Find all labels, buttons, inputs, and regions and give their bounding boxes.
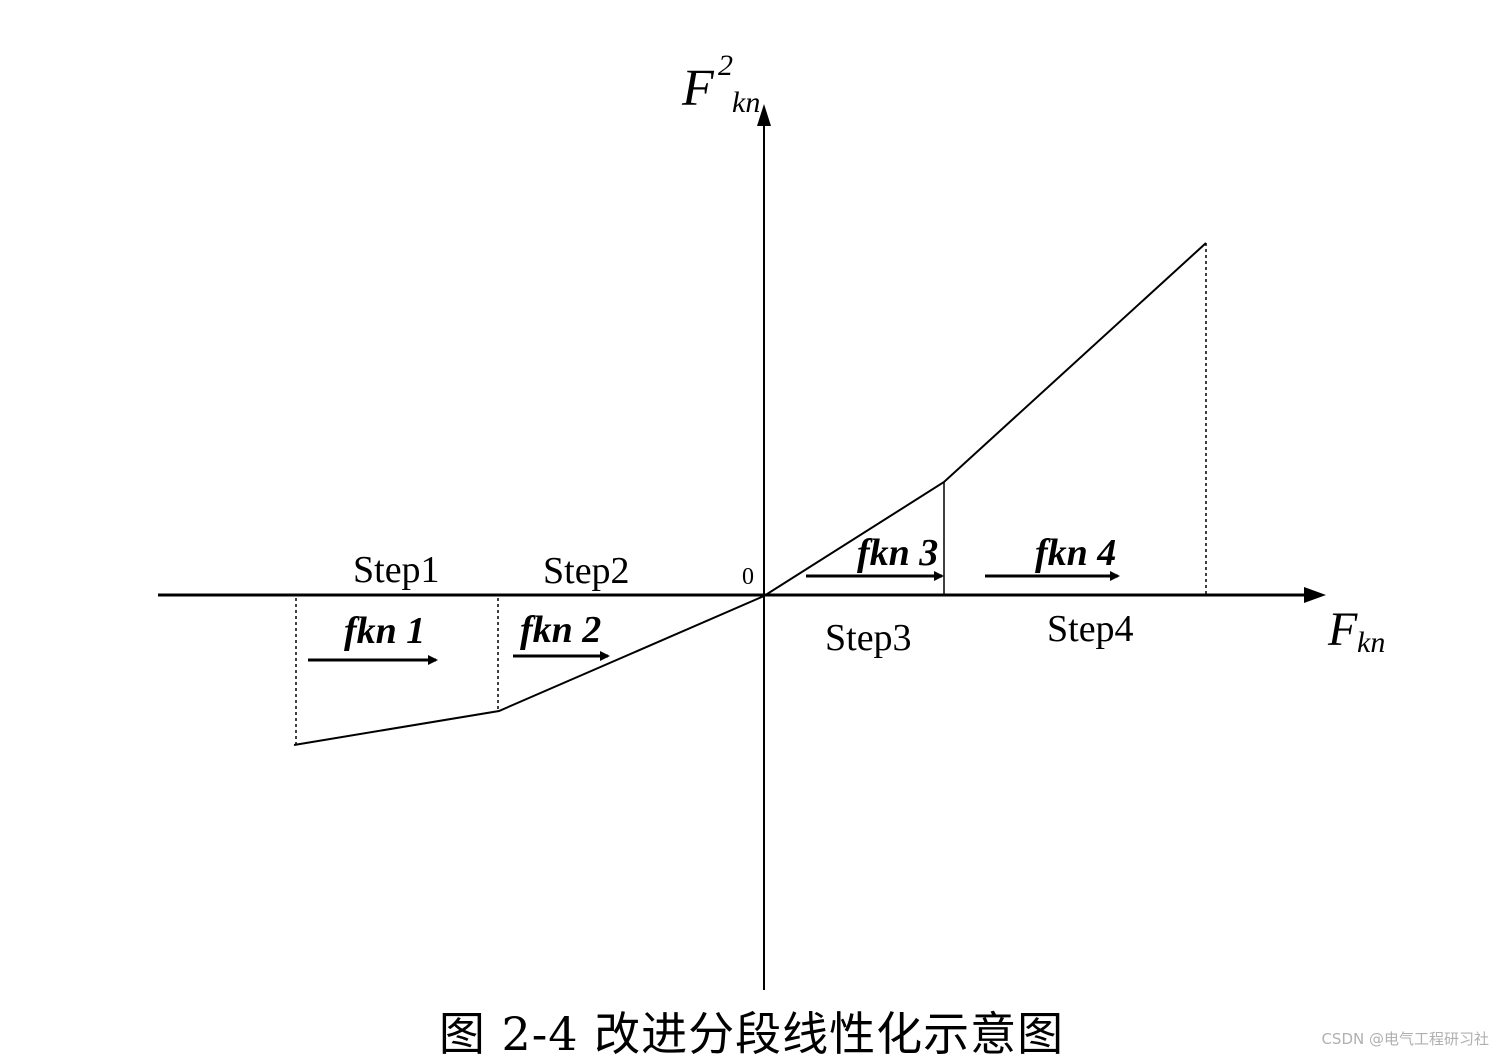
y-axis-arrowhead — [757, 104, 771, 126]
x-axis-label-main: F — [1327, 603, 1358, 656]
figure-caption: 图 2-4 改进分段线性化示意图 — [438, 1007, 1065, 1061]
x-axis-arrowhead — [1304, 587, 1326, 603]
fkn3-label: fkn 3 — [857, 532, 938, 574]
step1-label: Step1 — [353, 549, 440, 591]
origin-label: 0 — [742, 564, 754, 590]
x-axis-label-sub: kn — [1357, 626, 1385, 659]
y-axis-label-main: F — [681, 60, 715, 117]
fkn1-label: fkn 1 — [344, 610, 425, 652]
fkn4-label: fkn 4 — [1035, 532, 1116, 574]
y-axis-label-sup: 2 — [718, 49, 733, 82]
x-axis-label: F kn — [1327, 603, 1385, 659]
step2-label: Step2 — [543, 550, 630, 592]
fkn2-label: fkn 2 — [520, 609, 601, 651]
y-axis-label-sub: kn — [732, 86, 760, 119]
piecewise-curve — [293, 242, 1207, 746]
step4-label: Step4 — [1047, 608, 1134, 650]
y-axis-label: F 2 kn — [681, 49, 760, 119]
watermark: CSDN @电气工程研习社 — [1321, 1030, 1489, 1048]
step3-label: Step3 — [825, 617, 912, 659]
piecewise-linearization-diagram: F 2 kn F kn 0 Step1 Step2 Step3 Step4 fk… — [158, 49, 1385, 990]
